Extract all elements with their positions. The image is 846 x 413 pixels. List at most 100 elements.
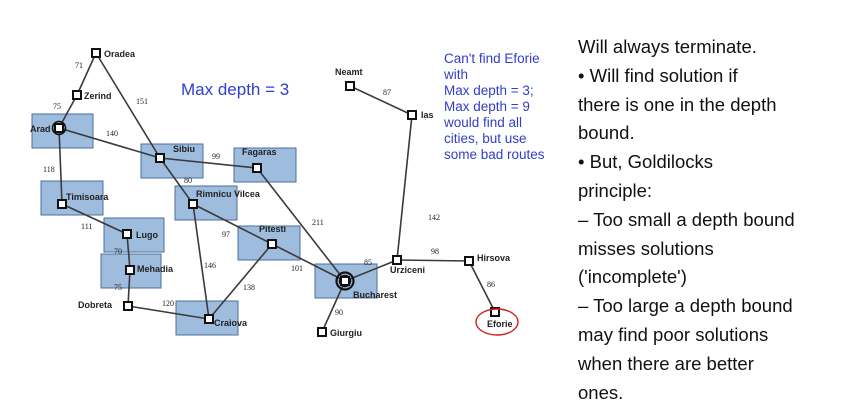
- road-sibiu-rimnicu: [159, 157, 194, 205]
- road-pitesti-bucharest: [271, 243, 346, 282]
- city-node-neamt: [345, 81, 355, 91]
- romania-road-map: 7175151140118111707512099809714613810121…: [30, 48, 519, 338]
- road-rimnicu-craiova: [192, 203, 210, 320]
- road-arad-sibiu: [58, 127, 161, 159]
- text-line: misses solutions: [578, 237, 714, 259]
- city-label-eforie: Eforie: [487, 319, 513, 329]
- city-node-mehadia: [125, 265, 135, 275]
- text-line: ('incomplete'): [578, 266, 687, 288]
- city-node-oradea: [91, 48, 101, 58]
- city-node-craiova: [204, 314, 214, 324]
- text-line: • Will find solution if: [578, 64, 738, 86]
- road-distance-label: 120: [162, 299, 174, 308]
- note-line: Max depth = 3;: [444, 83, 534, 98]
- city-node-arad: [54, 123, 64, 133]
- city-node-hirsova: [464, 256, 474, 266]
- road-distance-label: 86: [487, 280, 495, 289]
- city-label-iasi: Ias: [421, 110, 434, 120]
- text-line: Will always terminate.: [578, 36, 757, 57]
- max-depth-title: Max depth = 3: [181, 80, 290, 99]
- road-timisoara-lugoj: [61, 203, 128, 235]
- city-label-craiova: Craiova: [214, 318, 248, 328]
- road-rimnicu-pitesti: [192, 203, 273, 245]
- note-line: Can't find Eforie: [444, 51, 540, 66]
- road-distance-label: 138: [243, 283, 255, 292]
- text-line: • But, Goldilocks: [578, 151, 714, 173]
- note-line: with: [444, 67, 469, 82]
- road-distance-label: 80: [184, 176, 192, 185]
- city-node-lugoj: [122, 229, 132, 239]
- text-line: there is one in the depth: [578, 93, 777, 115]
- road-distance-label: 101: [291, 264, 303, 273]
- city-label-mehadia: Mehadia: [137, 264, 174, 274]
- city-node-bucharest: [340, 276, 350, 286]
- city-label-neamt: Neamt: [335, 67, 363, 77]
- road-distance-label: 70: [114, 247, 122, 256]
- road-lugoj-mehadia: [126, 233, 131, 271]
- note-line: some bad routes: [444, 147, 545, 162]
- note-line: would find all: [444, 115, 523, 130]
- road-distance-label: 211: [312, 218, 324, 227]
- road-sibiu-fagaras: [159, 157, 258, 169]
- road-arad-timisoara: [58, 127, 63, 205]
- explored-box-rimnicu: [174, 185, 238, 221]
- road-iasi-neamt: [349, 85, 413, 116]
- city-label-rimnicu: Rimnicu Vilcea: [196, 189, 261, 199]
- road-distance-label: 151: [136, 97, 148, 106]
- city-node-dobreta: [123, 301, 133, 311]
- city-node-timisoara: [57, 199, 67, 209]
- text-line: bound.: [578, 122, 635, 144]
- city-label-oradea: Oradea: [104, 49, 136, 59]
- city-label-giurgiu: Giurgiu: [330, 328, 362, 338]
- city-node-pitesti: [267, 239, 277, 249]
- city-label-arad: Arad: [30, 124, 51, 134]
- road-oradea-zerind: [76, 52, 97, 96]
- city-node-giurgiu: [317, 327, 327, 337]
- road-mehadia-dobreta: [127, 269, 131, 307]
- city-label-fagaras: Fagaras: [242, 147, 277, 157]
- road-hirsova-eforie: [468, 260, 496, 313]
- city-label-timisoara: Timisoara: [66, 192, 109, 202]
- road-distance-label: 97: [222, 230, 230, 239]
- road-distance-label: 142: [428, 213, 440, 222]
- city-node-fagaras: [252, 163, 262, 173]
- city-node-zerind: [72, 90, 82, 100]
- road-distance-label: 75: [53, 102, 61, 111]
- text-line: when there are better: [578, 352, 754, 374]
- road-distance-label: 118: [43, 165, 55, 174]
- text-line: – Too small a depth bound: [578, 208, 795, 230]
- explored-box-fagaras: [233, 147, 297, 183]
- road-distance-label: 99: [212, 152, 220, 161]
- note-line: Max depth = 9: [444, 99, 530, 114]
- properties-text: Will always terminate. • Will find solut…: [578, 33, 846, 407]
- text-line: principle:: [578, 179, 653, 201]
- city-label-hirsova: Hirsova: [477, 253, 511, 263]
- depth-limit-note: Can't find Eforie with Max depth = 3; Ma…: [444, 51, 574, 163]
- city-label-bucharest: Bucharest: [353, 290, 397, 300]
- city-node-rimnicu: [188, 199, 198, 209]
- road-fagaras-bucharest: [256, 167, 346, 282]
- city-label-dobreta: Dobreta: [78, 300, 113, 310]
- text-line: – Too large a depth bound: [578, 295, 793, 317]
- road-distance-label: 85: [364, 258, 372, 267]
- city-node-iasi: [407, 110, 417, 120]
- road-urziceni-hirsova: [396, 259, 470, 262]
- city-node-urziceni: [392, 255, 402, 265]
- road-distance-label: 71: [75, 61, 83, 70]
- reached-node-ring: [335, 271, 355, 291]
- explored-box-lugoj: [103, 217, 165, 253]
- road-distance-label: 90: [335, 308, 343, 317]
- road-distance-label: 140: [106, 129, 118, 138]
- road-distance-label: 98: [431, 247, 439, 256]
- city-label-sibiu: Sibiu: [173, 144, 195, 154]
- note-line: cities, but use: [444, 131, 527, 146]
- city-label-urziceni: Urziceni: [390, 265, 425, 275]
- road-distance-label: 146: [204, 261, 216, 270]
- road-dobreta-craiova: [127, 305, 210, 320]
- city-label-lugoj: Lugo: [136, 230, 158, 240]
- road-distance-label: 75: [114, 283, 122, 292]
- start-node-ring: [51, 120, 67, 136]
- reached-node-inner-ring: [338, 274, 352, 288]
- road-craiova-pitesti: [208, 243, 273, 320]
